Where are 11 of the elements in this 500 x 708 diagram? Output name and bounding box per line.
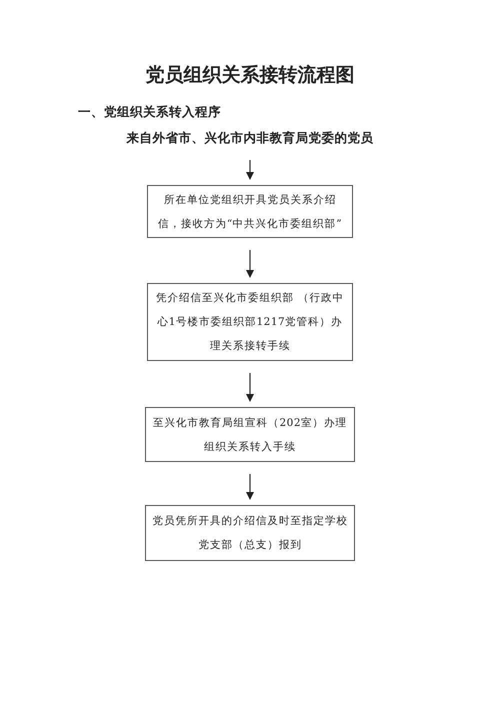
arrow: [246, 250, 254, 278]
process-box: 所在单位党组织开具党员关系介绍信，接收方为“中共兴化市委组织部”: [147, 185, 353, 238]
arrow: [246, 373, 254, 402]
process-box: 党员凭所开具的介绍信及时至指定学校党支部（总支）报到: [145, 505, 355, 561]
process-box: 凭介绍信至兴化市委组织部 （行政中心1号楼市委组织部1217党管科）办理关系接转手续: [147, 283, 353, 361]
process-box: 至兴化市教育局组宣科（202室）办理组织关系转入手续: [145, 407, 355, 462]
arrow: [246, 474, 254, 500]
title: 党员组织关系接转流程图: [146, 64, 354, 86]
arrow: [246, 160, 254, 180]
section-heading: 一、党组织关系转入程序: [78, 104, 221, 121]
start-text: 来自外省市、兴化市内非教育局党委的党员: [126, 130, 374, 146]
